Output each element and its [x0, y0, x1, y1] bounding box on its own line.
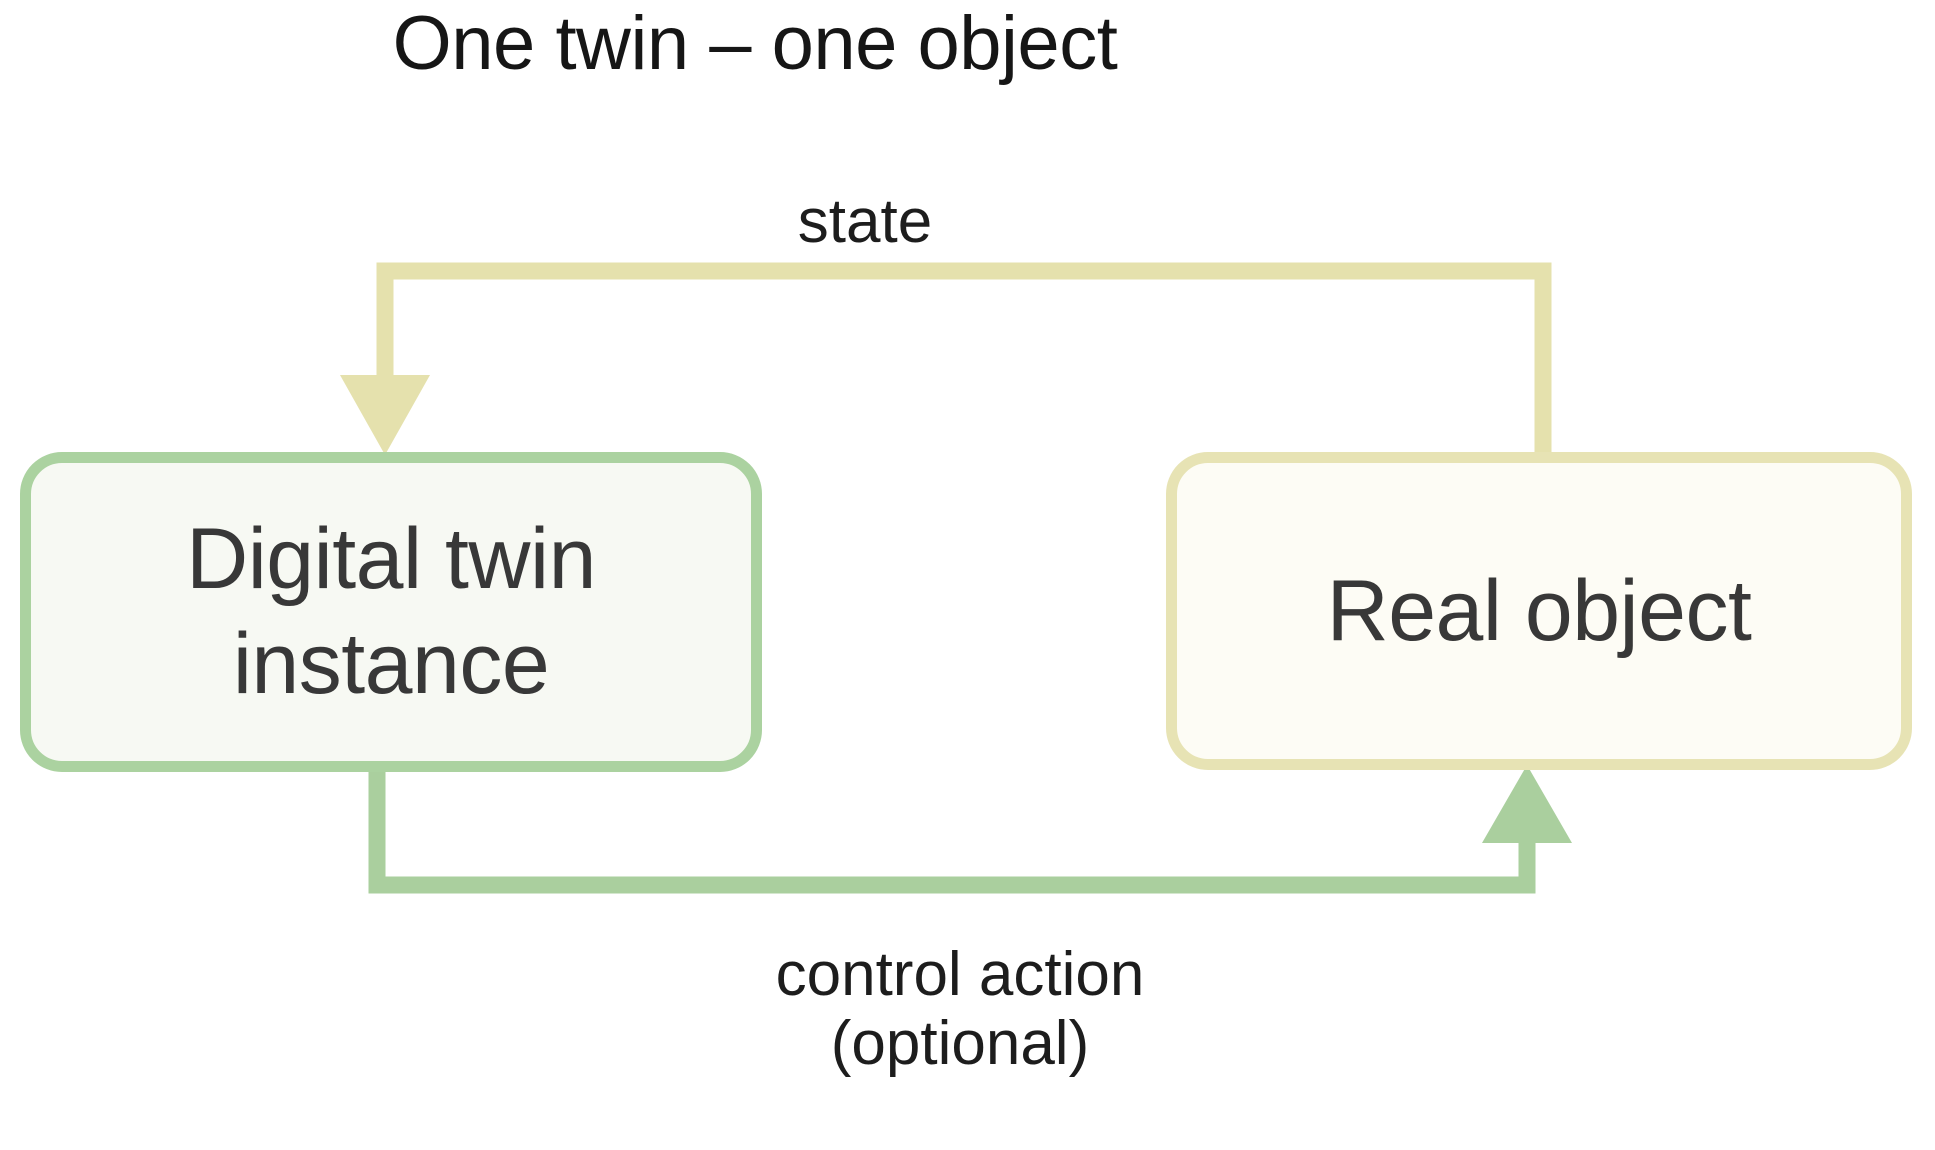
- edge-control-action-line: [368, 770, 1536, 894]
- edge-control-action: [368, 765, 1572, 894]
- page-title: One twin – one object: [392, 1, 1118, 86]
- edge-state-line: [376, 262, 1552, 452]
- edge-state: [340, 262, 1552, 455]
- node-real-object-label: Real object: [1327, 559, 1752, 664]
- edge-label-control-action: control action (optional): [530, 940, 1390, 1079]
- node-digital-twin-instance-label: Digital twin instance: [186, 507, 596, 717]
- edge-label-state-text: state: [797, 187, 933, 256]
- node-digital-twin-instance-label-line1: Digital twin: [186, 511, 596, 608]
- node-digital-twin-instance[interactable]: Digital twin instance: [20, 452, 762, 772]
- edge-label-state: state: [635, 187, 1095, 256]
- node-real-object-label-line1: Real object: [1326, 562, 1752, 659]
- edge-state-arrowhead: [340, 375, 430, 455]
- edge-label-control-action-line1: control action: [775, 940, 1145, 1009]
- node-digital-twin-instance-label-line2: instance: [232, 616, 550, 712]
- edge-control-action-arrowhead: [1482, 765, 1572, 843]
- edge-label-control-action-line2: (optional): [830, 1009, 1090, 1079]
- node-real-object[interactable]: Real object: [1166, 452, 1912, 770]
